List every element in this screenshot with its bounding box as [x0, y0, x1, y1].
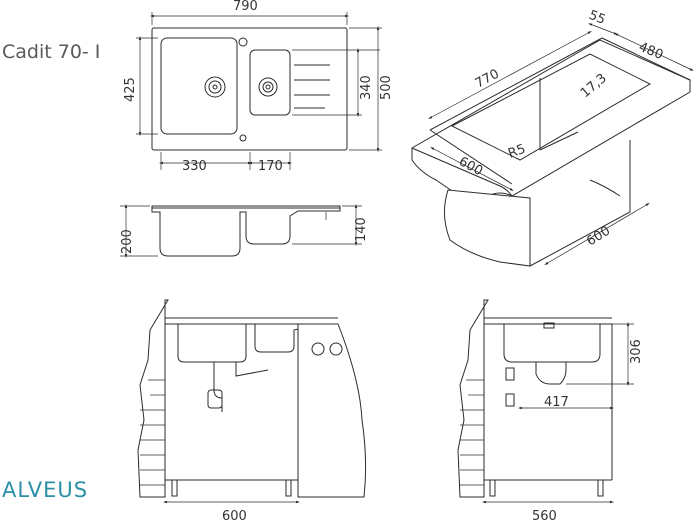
dim-417: 417: [544, 395, 569, 410]
brand-name: ALVEUS: [2, 478, 88, 502]
dim-340: 340: [359, 75, 374, 100]
dim-770: 770: [473, 67, 502, 92]
dim-140: 140: [354, 217, 369, 242]
alveus-logo: ALVEUS: [2, 478, 88, 502]
model-title: Cadit 70- I: [2, 41, 100, 63]
front-installation: 600: [137, 299, 367, 521]
dim-500: 500: [379, 75, 394, 100]
side-section: 200 140: [120, 203, 369, 259]
dim-55: 55: [587, 8, 608, 28]
isometric-view: 770 55 480 17,3 R5 600 600: [411, 8, 694, 267]
side-installation: 306 417 560: [457, 299, 644, 521]
dim-600-front: 600: [222, 509, 247, 521]
dim-306: 306: [629, 339, 644, 364]
dim-330: 330: [182, 159, 207, 174]
dim-790: 790: [233, 0, 258, 14]
top-view: 790 425 340 500: [123, 0, 394, 174]
dim-200: 200: [120, 229, 135, 254]
dim-560: 560: [532, 509, 557, 521]
dim-170: 170: [258, 159, 283, 174]
dim-425: 425: [123, 77, 138, 102]
